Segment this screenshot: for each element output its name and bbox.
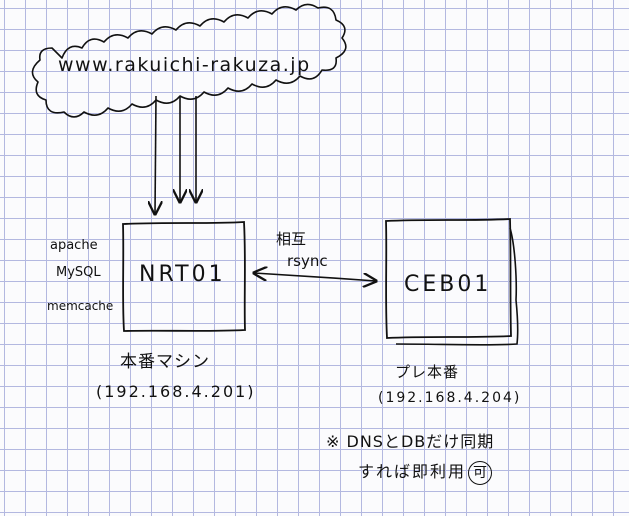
circled-possible-mark: 可 xyxy=(468,461,493,485)
primary-server-name: NRT01 xyxy=(139,262,226,287)
standby-role-label: プレ本番 xyxy=(395,363,460,381)
note-line-1: ※ DNSとDBだけ同期 xyxy=(326,432,495,451)
standby-server-shadow xyxy=(395,227,519,346)
sync-label-mutual: 相互 xyxy=(276,230,307,248)
software-mysql: MySQL xyxy=(56,265,101,280)
standby-server-box xyxy=(385,218,512,339)
rsync-arrow xyxy=(254,273,376,281)
standby-ip-label: (192.168.4.204) xyxy=(378,390,522,406)
primary-server-box xyxy=(122,221,246,332)
primary-role-label: 本番マシン xyxy=(120,352,210,372)
note-line-2-text: すれば即利用 xyxy=(358,462,467,481)
software-memcache: memcache xyxy=(47,299,114,313)
standby-server-name: CEB01 xyxy=(404,272,492,297)
sync-label-rsync: rsync xyxy=(287,252,328,270)
software-apache: apache xyxy=(50,238,98,253)
domain-label: www.rakuichi-rakuza.jp xyxy=(58,54,311,76)
traffic-arrow-1 xyxy=(155,95,156,214)
internet-cloud xyxy=(31,3,347,118)
primary-ip-label: (192.168.4.201) xyxy=(96,382,256,401)
note-line-2: すれば即利用可 xyxy=(358,458,493,485)
